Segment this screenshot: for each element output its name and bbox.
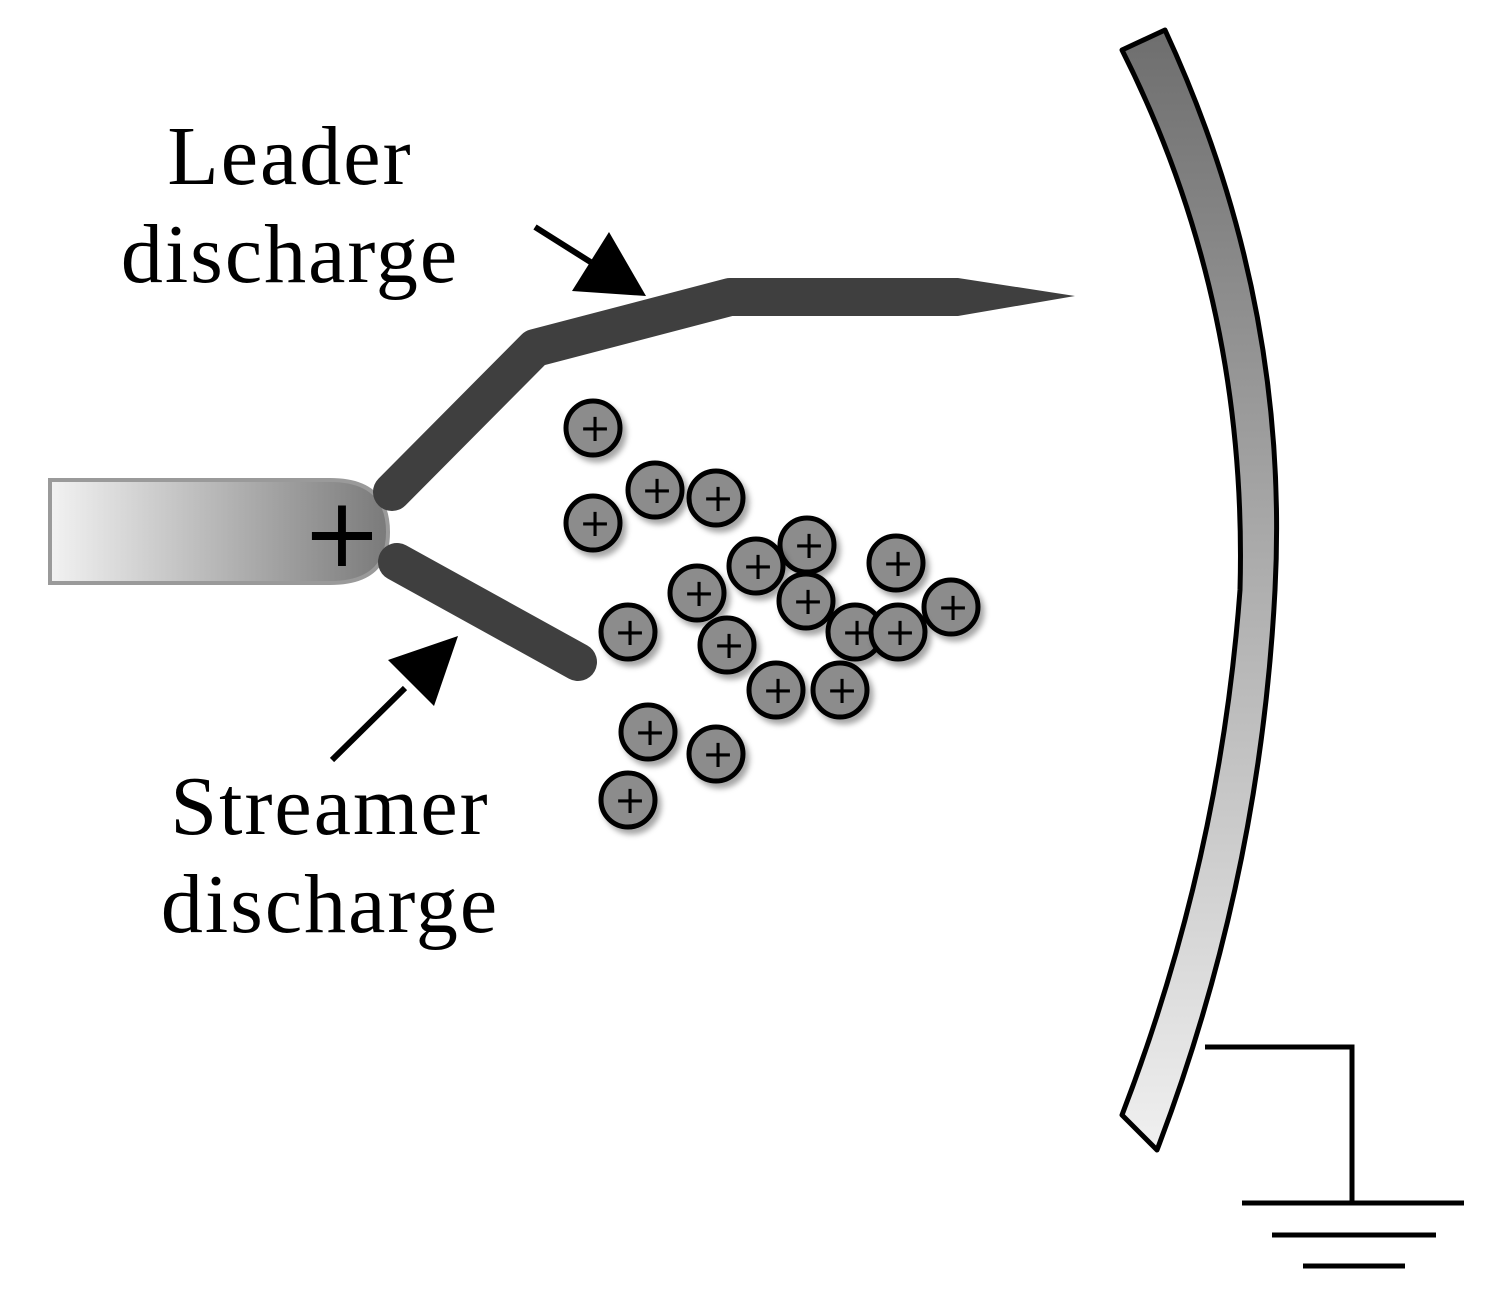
positive-ion-sign: + — [634, 710, 666, 754]
positive-ion-circle — [618, 702, 678, 762]
positive-ion: + — [686, 724, 746, 784]
positive-ion-circle — [868, 602, 928, 662]
positive-ion-sign: + — [702, 732, 734, 776]
positive-ion-sign: + — [683, 571, 715, 615]
positive-ion-circle — [866, 533, 926, 593]
leader-label-line2: discharge — [120, 208, 460, 301]
positive-ion-sign: + — [826, 668, 858, 712]
positive-ion: + — [868, 602, 928, 662]
positive-ion-circle — [686, 724, 746, 784]
positive-ion: + — [563, 398, 623, 458]
leader-channel-tip — [880, 278, 1075, 316]
leader-channel — [373, 278, 1075, 511]
positive-ion: + — [726, 536, 786, 596]
positive-ion-sign: + — [762, 668, 794, 712]
positive-ion-circle — [686, 468, 746, 528]
positive-ion: + — [921, 577, 981, 637]
positive-ion: + — [746, 660, 806, 720]
curved-plate-electrode — [1119, 27, 1280, 1153]
positive-ion-circle — [810, 660, 870, 720]
positive-ion: + — [810, 660, 870, 720]
positive-ion-circle — [746, 660, 806, 720]
positive-ion: + — [625, 460, 685, 520]
positive-ion-sign: + — [702, 476, 734, 520]
positive-ion-sign: + — [579, 406, 611, 450]
positive-ion: + — [776, 571, 836, 631]
positive-ion-circle — [726, 536, 786, 596]
ion-cloud: +++++++++++++++++++ — [563, 398, 981, 830]
positive-ion: + — [598, 602, 658, 662]
streamer-arrow-head — [388, 636, 458, 706]
positive-ion-sign: + — [841, 610, 873, 654]
positive-ion-sign: + — [579, 501, 611, 545]
positive-ion-circle — [563, 398, 623, 458]
leader-label-line1: Leader — [167, 110, 413, 203]
positive-ion-sign: + — [641, 468, 673, 512]
positive-ion-sign: + — [614, 610, 646, 654]
positive-ion-sign: + — [742, 544, 774, 588]
positive-ion-sign: + — [713, 623, 745, 667]
leader-arrow-shaft — [533, 224, 602, 271]
positive-ion: + — [777, 515, 837, 575]
ground-plate — [1119, 27, 1280, 1153]
positive-ion-sign: + — [882, 541, 914, 585]
electrode-plus-sign: + — [302, 477, 382, 589]
positive-ion-sign: + — [614, 778, 646, 822]
streamer-arrow-shaft — [329, 685, 408, 763]
positive-ion: + — [697, 615, 757, 675]
rod-electrode: + — [48, 477, 391, 589]
positive-ion-sign: + — [937, 585, 969, 629]
leader-arrow-head — [572, 232, 646, 296]
positive-ion-sign: + — [792, 579, 824, 623]
positive-ion: + — [598, 770, 658, 830]
rod-electrode-body — [48, 478, 391, 585]
leader-discharge-label: Leader discharge — [90, 108, 490, 304]
positive-ion: + — [618, 702, 678, 762]
streamer-channel — [378, 543, 597, 681]
positive-ion: + — [686, 468, 746, 528]
positive-ion-sign: + — [884, 610, 916, 654]
streamer-discharge-label: Streamer discharge — [130, 758, 530, 954]
positive-ion-circle — [563, 493, 623, 553]
positive-ion-circle — [697, 615, 757, 675]
positive-ion-circle — [776, 571, 836, 631]
ground-symbol — [1205, 1044, 1464, 1269]
positive-ion: + — [563, 493, 623, 553]
streamer-arrow — [329, 636, 458, 763]
positive-ion: + — [866, 533, 926, 593]
streamer-label-line1: Streamer — [170, 760, 490, 853]
positive-ion-circle — [598, 602, 658, 662]
streamer-label-line2: discharge — [160, 858, 500, 951]
positive-ion-circle — [921, 577, 981, 637]
positive-ion: + — [667, 563, 727, 623]
positive-ion-circle — [598, 770, 658, 830]
positive-ion-circle — [625, 460, 685, 520]
positive-ion-circle — [667, 563, 727, 623]
ground-wire — [1205, 1044, 1355, 1203]
leader-channel-path — [373, 278, 909, 511]
leader-arrow — [533, 224, 646, 296]
positive-ion-sign: + — [793, 523, 825, 567]
